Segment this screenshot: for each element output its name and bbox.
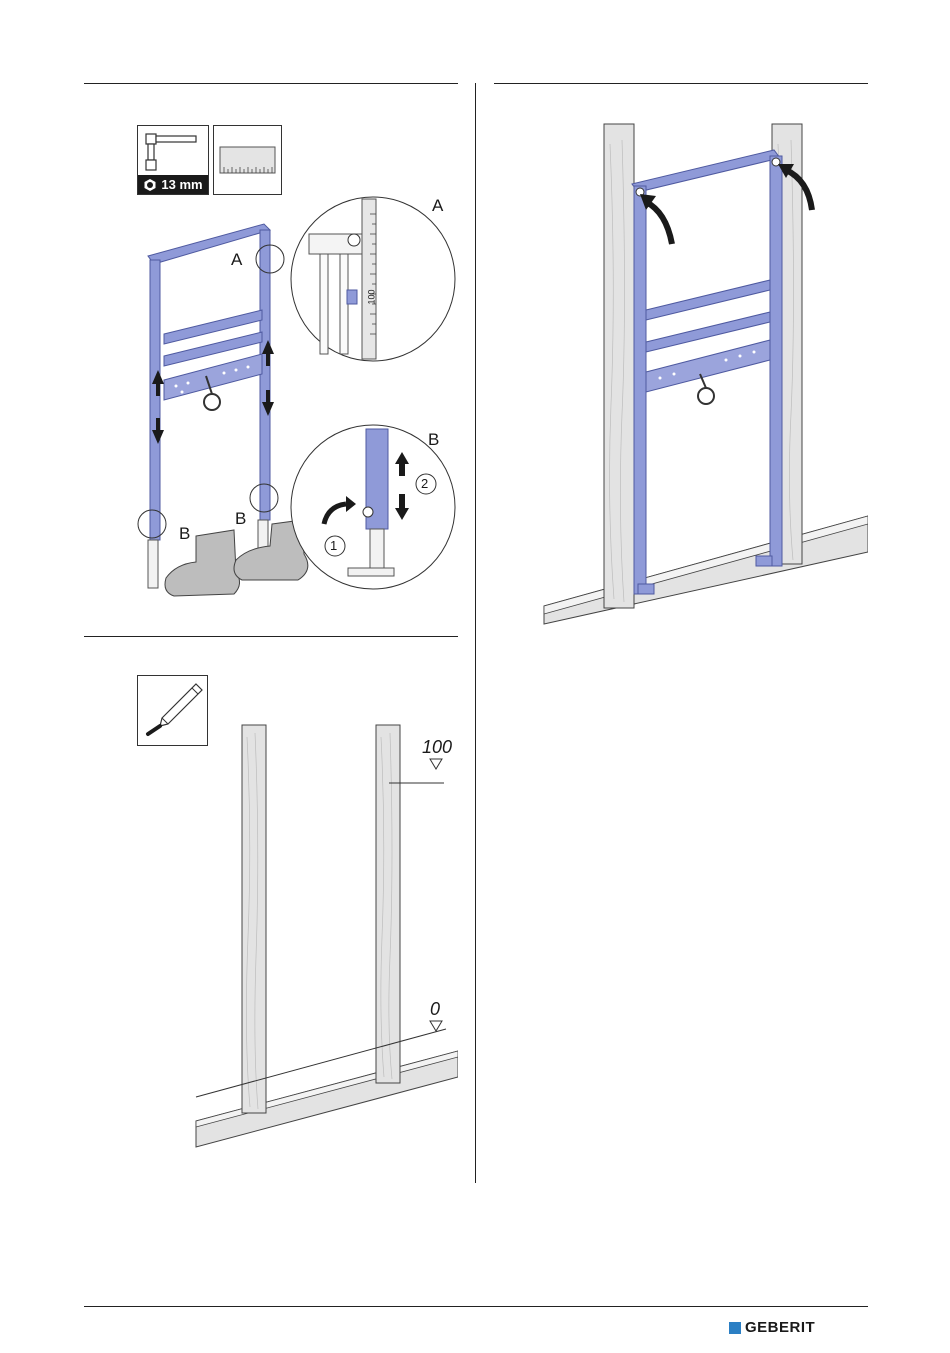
column-divider [475, 83, 476, 1183]
step-one-number: 1 [330, 538, 337, 553]
mark-100-label: 100 [422, 737, 452, 758]
studs-marking-illustration [84, 637, 458, 1167]
rule-footer [84, 1306, 868, 1307]
frame-b-left-label: B [179, 524, 190, 544]
frame-mounted-illustration [494, 84, 868, 644]
brand-name: GEBERIT [745, 1319, 815, 1336]
detail-a-label: A [432, 196, 443, 216]
geberit-logo: GEBERIT [729, 1319, 815, 1336]
step-1-panel: 13 mm [84, 84, 458, 636]
frame-a-label: A [231, 250, 242, 270]
step-two-number: 2 [421, 476, 428, 491]
brand-square-icon [729, 1322, 741, 1334]
mark-0-label: 0 [430, 999, 440, 1020]
step-2-panel: 100 0 [84, 637, 458, 1167]
scale-mark-100: 100 [367, 289, 377, 304]
installation-frame-illustration [84, 84, 458, 636]
frame-b-right-label: B [235, 509, 246, 529]
step-3-panel [494, 84, 868, 644]
detail-b-label: B [428, 430, 439, 450]
